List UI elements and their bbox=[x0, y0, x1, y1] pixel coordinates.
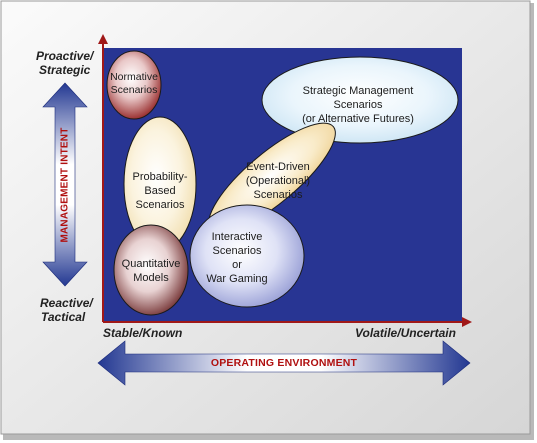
quantitative-models-ellipse bbox=[113, 224, 189, 316]
probability-line-2: Based bbox=[144, 185, 176, 197]
strategic-line-1: Strategic Management bbox=[302, 85, 414, 97]
y-axis-bottom-label-line1: Reactive/ bbox=[40, 296, 93, 310]
strategic-management-ellipse bbox=[261, 56, 459, 144]
strategic-line-3: (or Alternative Futures) bbox=[302, 113, 414, 125]
y-axis-top-label-line2: Strategic bbox=[39, 63, 91, 77]
interactive-line-3: or bbox=[232, 259, 242, 271]
normative-line-1: Normative bbox=[110, 71, 158, 83]
strategic-line-2: Scenarios bbox=[333, 99, 383, 111]
quantitative-models-label: Quantitative Models bbox=[122, 257, 181, 285]
probability-line-3: Scenarios bbox=[135, 199, 185, 211]
normative-scenarios-label: Normative Scenarios bbox=[110, 71, 158, 97]
normative-scenarios-ellipse bbox=[106, 50, 162, 120]
probability-line-1: Probability- bbox=[132, 171, 188, 183]
strategic-management-label: Strategic Management Scenarios (or Alter… bbox=[302, 84, 414, 126]
x-axis-left-label: Stable/Known bbox=[103, 326, 183, 340]
interactive-scenarios-label: Interactive Scenarios or War Gaming bbox=[206, 230, 267, 286]
x-axis-right-label: Volatile/Uncertain bbox=[355, 326, 456, 340]
management-intent-arrow bbox=[42, 82, 88, 287]
event-line-3: Scenarios bbox=[253, 189, 303, 201]
y-axis-bottom-label-line2: Tactical bbox=[41, 310, 86, 324]
y-axis-arrowhead bbox=[98, 34, 108, 44]
interactive-line-1: Interactive bbox=[211, 231, 263, 243]
event-line-2: (Operational) bbox=[245, 175, 311, 187]
quantitative-line-2: Models bbox=[133, 272, 169, 284]
quantitative-line-1: Quantitative bbox=[121, 258, 181, 270]
normative-line-2: Scenarios bbox=[110, 84, 158, 96]
operating-environment-title: OPERATING ENVIRONMENT bbox=[210, 357, 358, 369]
x-axis-arrowhead bbox=[462, 317, 472, 327]
y-axis-top-label-line1: Proactive/ bbox=[36, 49, 94, 63]
interactive-line-4: War Gaming bbox=[206, 273, 268, 285]
operating-environment-arrow bbox=[97, 340, 471, 386]
event-line-1: Event-Driven bbox=[246, 161, 310, 173]
event-driven-label: Event-Driven (Operational) Scenarios bbox=[246, 160, 310, 202]
interactive-line-2: Scenarios bbox=[212, 245, 262, 257]
probability-based-label: Probability- Based Scenarios bbox=[132, 170, 187, 212]
interactive-scenarios-ellipse bbox=[189, 204, 305, 308]
management-intent-title: MANAGEMENT INTENT bbox=[59, 127, 71, 243]
